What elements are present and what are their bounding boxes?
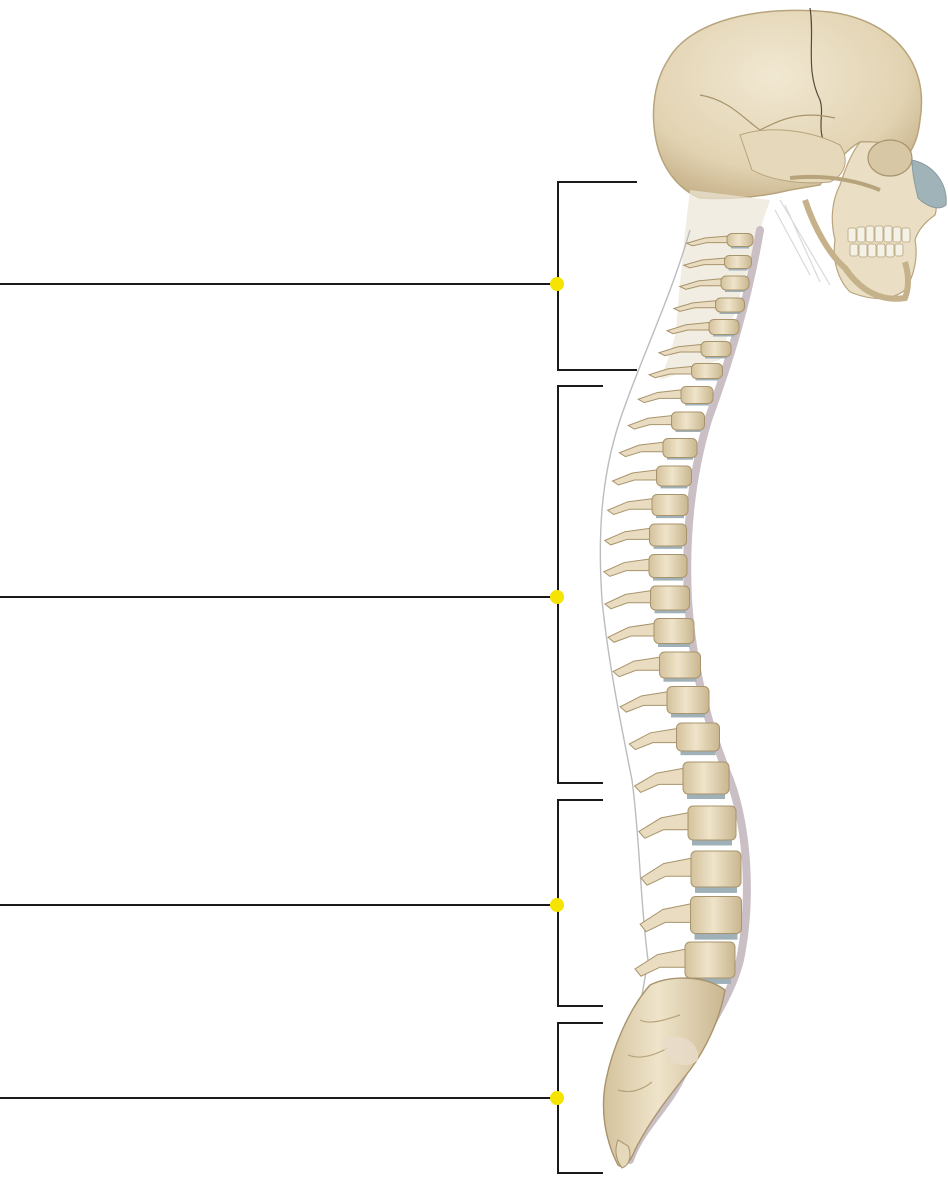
cervical-marker-dot[interactable] [550, 277, 564, 291]
sacral-marker-dot[interactable] [550, 1091, 564, 1105]
sacral-bracket [558, 1023, 603, 1173]
lumbar-bracket [558, 800, 603, 1006]
lumbar-marker-dot[interactable] [550, 898, 564, 912]
cervical-bracket [558, 182, 637, 370]
thoracic-marker-dot[interactable] [550, 590, 564, 604]
thoracic-bracket [558, 386, 603, 783]
sacral-label-guide [0, 1023, 603, 1173]
lumbar-label-guide [0, 800, 603, 1006]
cervical-label-guide [0, 182, 637, 370]
thoracic-label-guide [0, 386, 603, 783]
